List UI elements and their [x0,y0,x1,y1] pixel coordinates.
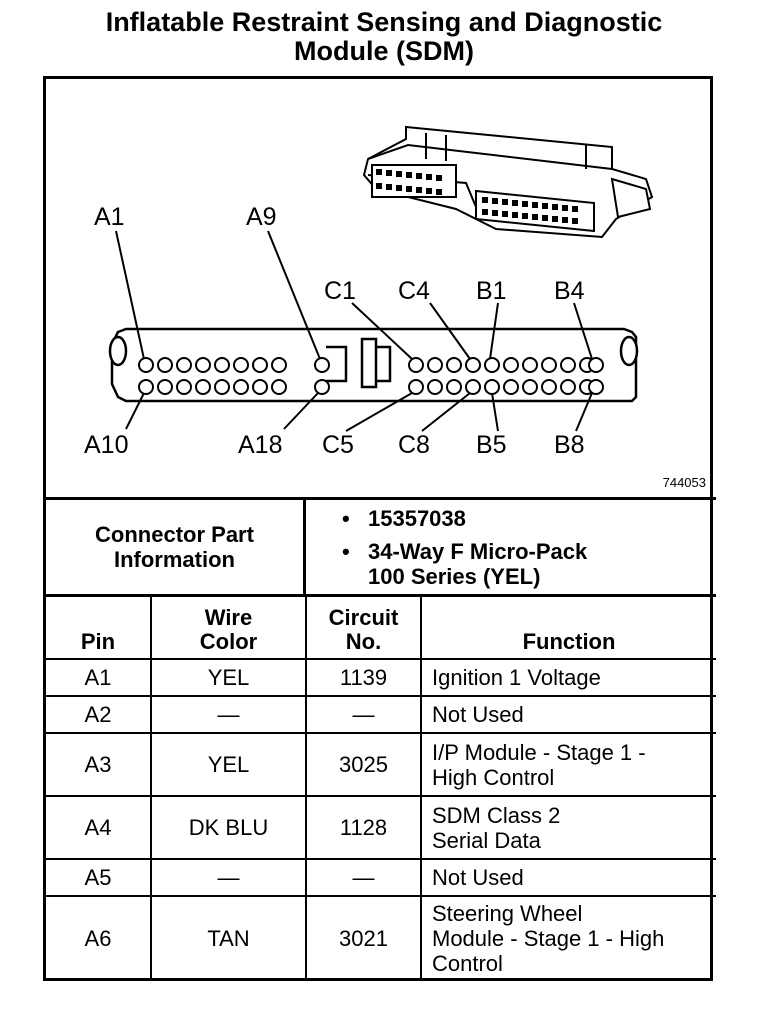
cell-wire-color: — [150,695,307,734]
connector-info-label: Connector Part Information [46,500,306,594]
cell-pin: A2 [46,695,152,734]
cell-wire-color: TAN [150,895,307,980]
connector-pin-grid [138,357,604,395]
cell-function: Steering Wheel Module - Stage 1 - High C… [420,895,716,980]
connector-description-line-1: 34-Way F Micro-Pack [368,539,588,564]
cell-pin: A5 [46,858,152,897]
pin-label-a1: A1 [94,203,125,231]
cell-wire-color: YEL [150,732,307,797]
header-wire-color: Wire Color [150,597,307,660]
part-number: 15357038 [368,506,466,531]
connector-document: A1 A9 C1 C4 B1 B4 A10 A18 C5 C8 B5 B8 74… [43,76,716,981]
title-line-1: Inflatable Restraint Sensing and Diagnos… [105,7,663,37]
cell-circuit-no: 1128 [305,795,422,860]
cell-function: Ignition 1 Voltage [420,658,716,697]
pin-label-c1: C1 [324,277,356,305]
cell-wire-color: DK BLU [150,795,307,860]
table-row: A5 — — Not Used [46,858,716,897]
pin-label-c5: C5 [322,431,354,459]
cell-wire-color: YEL [150,658,307,697]
cell-wire-color: — [150,858,307,897]
pin-label-c4: C4 [398,277,430,305]
cell-circuit-no: 1139 [305,658,422,697]
cell-circuit-no: 3025 [305,732,422,797]
connector-info-label-line-1: Connector Part [95,522,254,547]
leader-lines [115,230,593,432]
illustration-pin-holes [376,169,578,224]
pin-label-c8: C8 [398,431,430,459]
table-row: A6 TAN 3021 Steering Wheel Module - Stag… [46,895,716,980]
cell-function: I/P Module - Stage 1 - High Control [420,732,716,797]
pin-label-b4: B4 [554,277,585,305]
cell-circuit-no: 3021 [305,895,422,980]
pin-label-b5: B5 [476,431,507,459]
cell-circuit-no: — [305,695,422,734]
pin-label-b1: B1 [476,277,507,305]
header-circuit-no: Circuit No. [305,597,422,660]
table-row: A3 YEL 3025 I/P Module - Stage 1 - High … [46,732,716,797]
table-row: A2 — — Not Used [46,695,716,734]
cell-function: SDM Class 2 Serial Data [420,795,716,860]
cell-pin: A4 [46,795,152,860]
cell-circuit-no: — [305,858,422,897]
header-pin: Pin [46,597,152,660]
pin-label-b8: B8 [554,431,585,459]
connector-illustration [362,125,654,239]
table-row: A1 YEL 1139 Ignition 1 Voltage [46,658,716,697]
page-title: Inflatable Restraint Sensing and Diagnos… [0,8,768,66]
pin-label-a18: A18 [238,431,283,459]
title-line-2: Module (SDM) [294,36,474,66]
pinout-table: Pin Wire Color Circuit No. Function A1 Y… [46,597,716,980]
connector-drawing [108,125,654,432]
connector-diagram: A1 A9 C1 C4 B1 B4 A10 A18 C5 C8 B5 B8 74… [46,79,716,497]
connector-description-line-2: 100 Series (YEL) [368,564,541,589]
connector-info-label-line-2: Information [113,547,235,572]
connector-info-values: • 15357038 • 34-Way F Micro-Pack 100 Ser… [306,500,710,594]
cell-function: Not Used [420,695,716,734]
pin-label-a10: A10 [84,431,129,459]
cell-pin: A1 [46,658,152,697]
connector-part-info: Connector Part Information • 15357038 • … [46,497,716,597]
pin-label-a9: A9 [246,203,277,231]
table-row: A4 DK BLU 1128 SDM Class 2 Serial Data [46,795,716,860]
table-header-row: Pin Wire Color Circuit No. Function [46,597,716,660]
bullet-icon: • [342,506,350,531]
header-function: Function [420,597,716,660]
bullet-icon: • [342,539,350,564]
cell-pin: A6 [46,895,152,980]
cell-pin: A3 [46,732,152,797]
figure-number: 744053 [662,475,706,490]
cell-function: Not Used [420,858,716,897]
